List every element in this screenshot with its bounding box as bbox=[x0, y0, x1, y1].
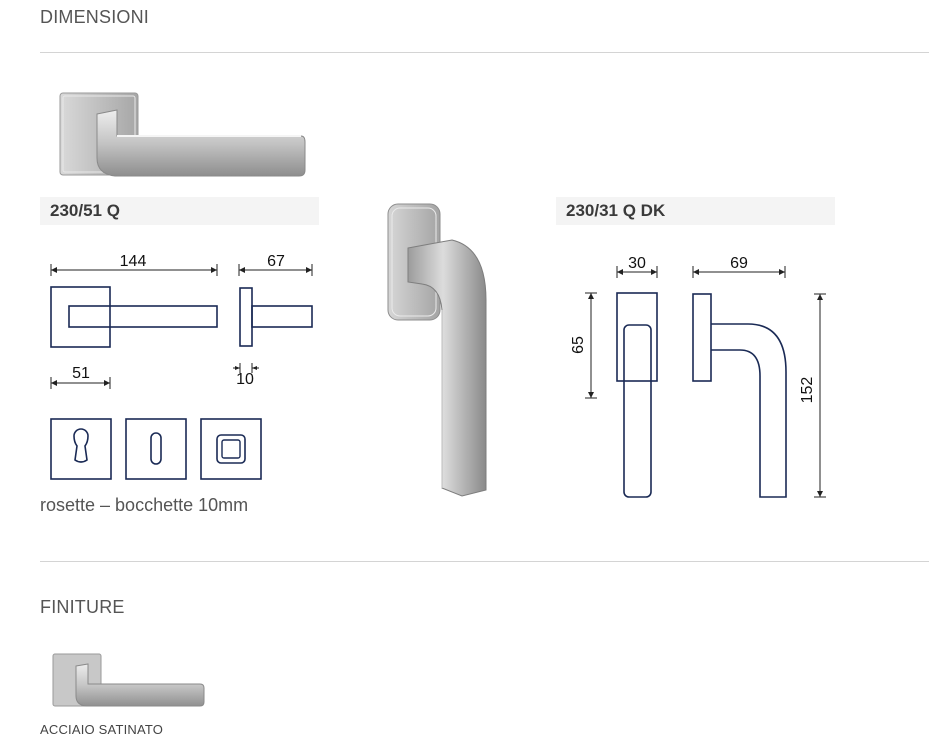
rosette-euro-cylinder-icon bbox=[50, 418, 112, 480]
finish-swatch-icon[interactable] bbox=[50, 652, 210, 712]
door-handle-code: 230/51 Q bbox=[40, 197, 319, 225]
divider-bottom bbox=[40, 561, 929, 562]
door-handle-drawing: 144 67 51 10 bbox=[50, 253, 313, 389]
dim-window-rose-height: 65 bbox=[570, 336, 587, 354]
dim-window-total-height: 152 bbox=[799, 377, 816, 404]
rosettes-caption: rosette – bocchette 10mm bbox=[40, 495, 249, 515]
rosette-wc-icon bbox=[200, 418, 262, 480]
finishes-title: FINITURE bbox=[40, 597, 125, 617]
dim-door-rose-thickness: 10 bbox=[236, 371, 254, 388]
door-handle-photo-icon bbox=[59, 92, 306, 177]
window-handle-photo-icon bbox=[387, 203, 487, 497]
rosette-key-icon bbox=[125, 418, 187, 480]
dim-window-rose-width: 30 bbox=[628, 255, 646, 272]
window-handle-code: 230/31 Q DK bbox=[556, 197, 835, 225]
finish-label[interactable]: ACCIAIO SATINATO bbox=[40, 722, 164, 737]
dim-window-projection: 69 bbox=[730, 255, 748, 272]
window-handle-drawing: 30 69 65 152 bbox=[570, 255, 826, 498]
dim-door-length: 144 bbox=[120, 253, 147, 270]
divider-top bbox=[40, 52, 929, 53]
dim-door-depth: 67 bbox=[267, 253, 285, 270]
dimensions-title: DIMENSIONI bbox=[40, 7, 150, 27]
dim-door-rose-width: 51 bbox=[72, 365, 90, 382]
